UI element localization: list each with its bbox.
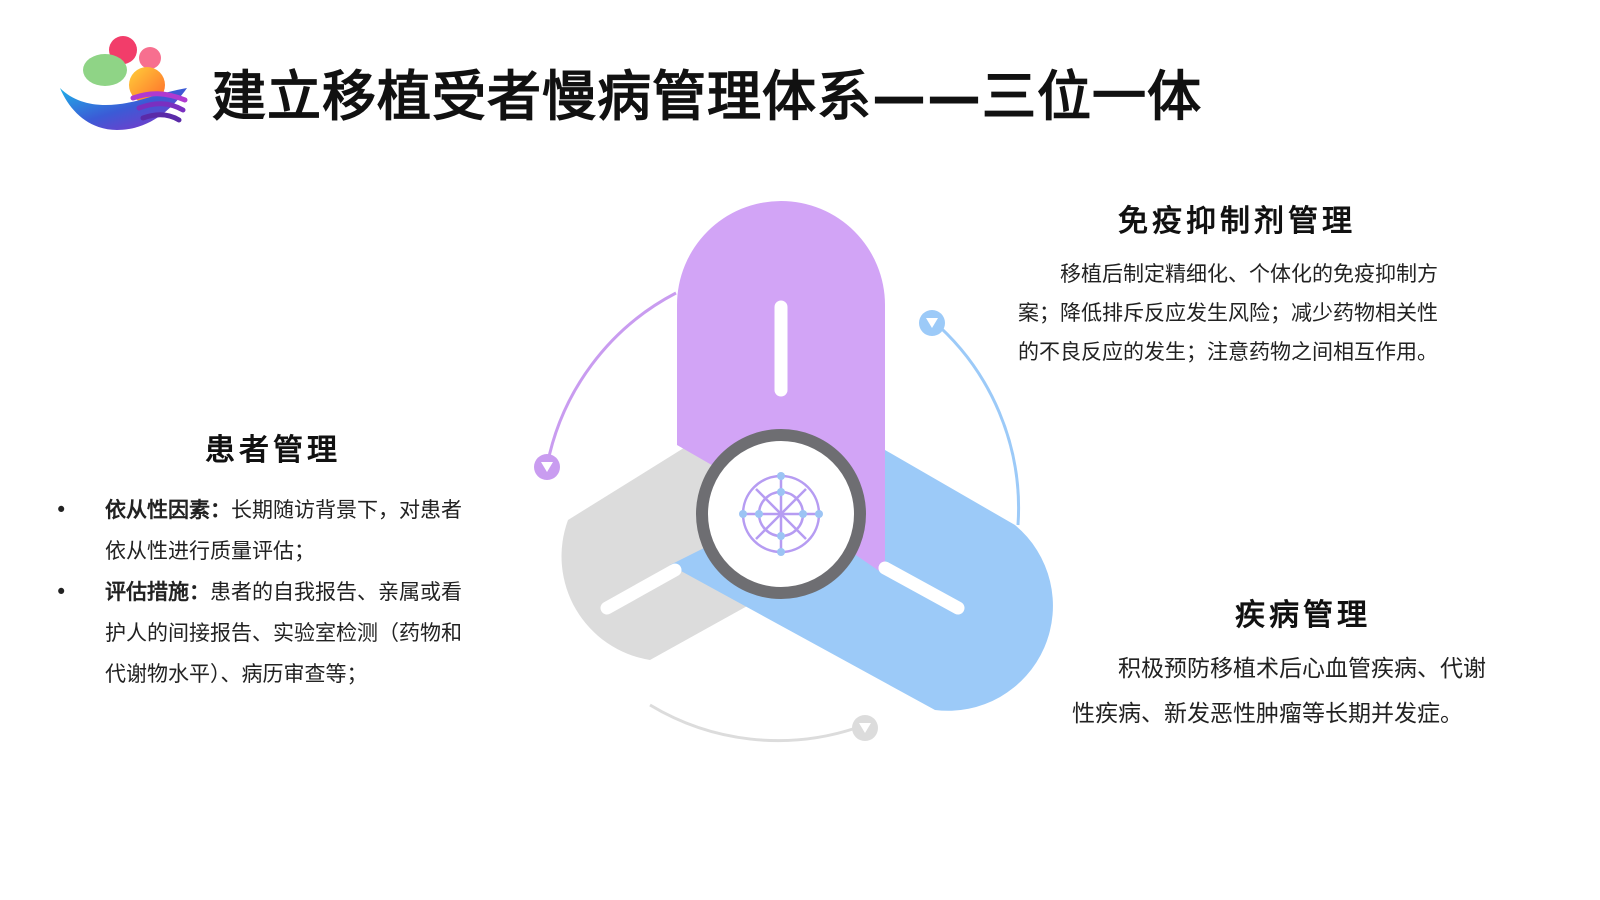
immunosuppressant-title: 免疫抑制剂管理 <box>1118 204 1356 239</box>
patient-title: 患者管理 <box>205 433 341 468</box>
purple-arc <box>545 291 677 467</box>
bullet-marker: • <box>55 580 68 604</box>
bullet-marker: • <box>55 498 68 522</box>
blue-loop <box>670 450 1053 711</box>
disease-title: 疾病管理 <box>1235 598 1371 633</box>
patient-bullet-list: • 依从性因素：长期随访背景下，对患者依从性进行质量评估； • 评估措施：患者的自我… <box>55 490 475 695</box>
bullet-text: 长期随访背景下，对患者依从性进行质量评估； <box>105 498 462 563</box>
disease-text: 积极预防移植术后心血管疾病、代谢性疾病、新发恶性肿瘤等长期并发症。 <box>1072 656 1486 727</box>
gray-arc <box>649 703 857 743</box>
network-globe-icon <box>741 474 821 554</box>
logo <box>60 36 188 130</box>
blue-arc <box>931 318 1021 526</box>
immunosuppressant-text: 移植后制定精细化、个体化的免疫抑制方案；降低排斥反应发生风险；减少药物相关性的不… <box>1018 262 1438 364</box>
bullet-label: 依从性因素： <box>105 498 231 522</box>
center-ring <box>696 429 866 599</box>
bullet-text: 患者的自我报告、亲属或看护人的间接报告、实验室检测（药物和代谢物水平）、病历审查… <box>105 580 462 686</box>
page-title: 建立移植受者慢病管理体系——三位一体 <box>212 65 1202 128</box>
list-item: • 评估措施：患者的自我报告、亲属或看护人的间接报告、实验室检测（药物和代谢物水平… <box>55 572 475 695</box>
tri-loop-diagram <box>534 201 1053 743</box>
list-item: • 依从性因素：长期随访背景下，对患者依从性进行质量评估； <box>55 490 475 572</box>
bullet-label: 评估措施： <box>105 580 210 604</box>
